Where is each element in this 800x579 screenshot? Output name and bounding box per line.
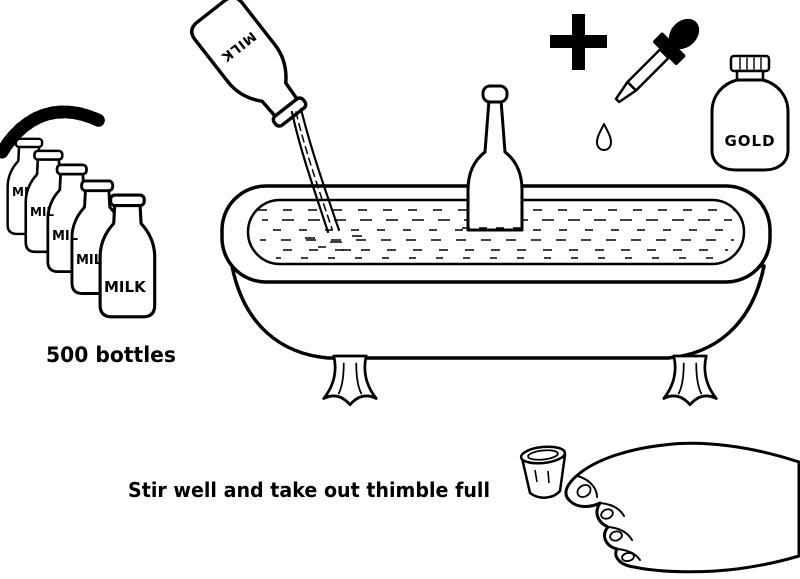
plus-icon xyxy=(550,14,607,70)
milk-bottle-5-label: MILK xyxy=(104,278,147,296)
instruction-text: Stir well and take out thimble full xyxy=(128,478,490,502)
drop-icon xyxy=(596,123,612,151)
hand xyxy=(564,441,800,574)
milk-bottle-4-label: MIL xyxy=(76,253,102,268)
milk-bottles-group: MI MIL MIL MIL MILK 500 bottles xyxy=(0,105,176,367)
milk-stream xyxy=(290,107,362,251)
tub-foot-right xyxy=(662,354,718,407)
eyedropper-icon xyxy=(614,18,700,104)
tub-body xyxy=(230,264,766,360)
milk-bottle-3-label: MIL xyxy=(52,229,78,244)
additive-group: GOLD xyxy=(550,14,790,172)
tub-foot-left xyxy=(322,354,378,407)
milk-bottle-1-label: MI xyxy=(12,185,28,199)
milk-hose-icon xyxy=(0,105,109,159)
stirrer-icon xyxy=(462,84,530,232)
bottles-caption: 500 bottles xyxy=(46,343,176,367)
thimble-icon xyxy=(519,445,567,499)
gold-bottle-label: GOLD xyxy=(724,132,775,150)
pouring-milk-bottle: MILK xyxy=(185,0,362,251)
milk-bottle-2-label: MIL xyxy=(30,205,54,219)
gold-bottle: GOLD xyxy=(710,54,790,172)
hand-with-thimble xyxy=(519,441,800,574)
bathtub xyxy=(220,84,772,407)
